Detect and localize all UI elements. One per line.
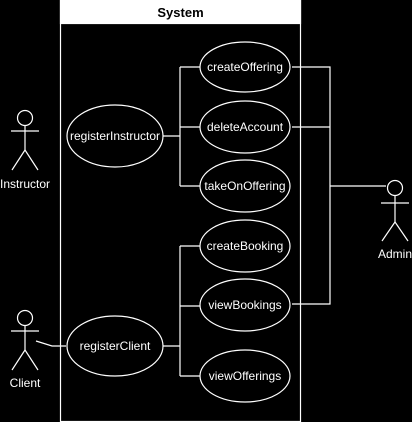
actor-admin[interactable]: Admin	[378, 179, 412, 262]
use-case-label: registerClient	[80, 339, 151, 353]
actor-label: Instructor	[0, 177, 50, 191]
actor-instructor[interactable]: Instructor	[0, 109, 50, 192]
connector-admin-bus	[292, 66, 386, 305]
use-case-label: createOffering	[207, 60, 283, 74]
use-case-createbooking[interactable]: createBooking	[199, 219, 291, 273]
actor-label: Admin	[378, 247, 412, 261]
use-case-label: createBooking	[207, 239, 284, 253]
actor-client[interactable]: Client	[10, 309, 41, 391]
use-case-label: takeOnOffering	[204, 179, 285, 193]
system-title-bar	[59, 0, 302, 25]
use-case-deleteaccount[interactable]: deleteAccount	[199, 100, 291, 154]
actor-label: Client	[10, 376, 41, 390]
use-case-label: registerInstructor	[70, 129, 160, 143]
use-case-registerinstructor[interactable]: registerInstructor	[66, 104, 164, 168]
system-title: System	[157, 5, 203, 20]
use-case-createoffering[interactable]: createOffering	[199, 41, 291, 93]
use-case-takeonoffering[interactable]: takeOnOffering	[199, 159, 291, 213]
use-case-viewbookings[interactable]: viewBookings	[199, 278, 291, 332]
stick-figure-icon	[11, 309, 39, 371]
use-case-label: viewBookings	[208, 298, 281, 312]
connector-registerclient-bus	[162, 245, 200, 377]
connectors	[35, 66, 386, 377]
use-case-viewofferings[interactable]: viewOfferings	[199, 349, 291, 403]
stick-figure-icon	[381, 179, 409, 242]
connector-client-registerclient	[35, 340, 66, 347]
connector-registerinstructor-bus	[162, 66, 200, 187]
use-case-label: viewOfferings	[209, 369, 281, 383]
use-case-label: deleteAccount	[207, 120, 284, 134]
stick-figure-icon	[11, 109, 39, 171]
use-case-registerclient[interactable]: registerClient	[66, 315, 164, 377]
